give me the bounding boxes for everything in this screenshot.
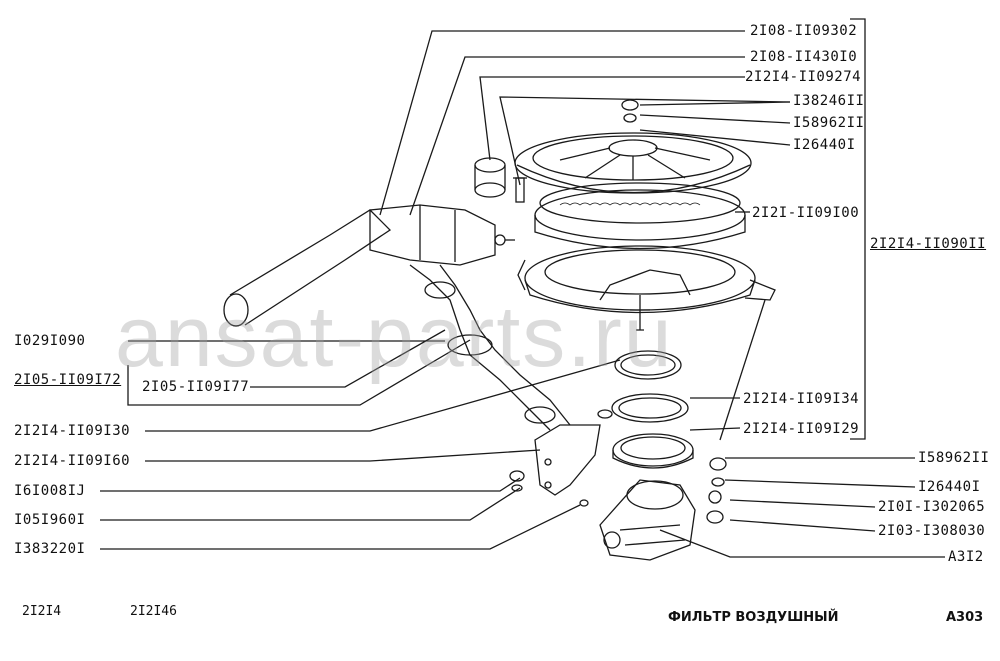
page-title: ФИЛЬТР ВОЗДУШНЫЙ bbox=[668, 610, 839, 625]
leader-line bbox=[719, 299, 766, 441]
model-code: 2I2I46 bbox=[130, 604, 177, 619]
callout-label: 2I08-II430I0 bbox=[750, 49, 858, 65]
nut bbox=[621, 99, 639, 111]
callout-label: 2I2I4-II09I30 bbox=[14, 423, 131, 439]
callout-label: 2I2I4-II09I60 bbox=[14, 453, 131, 469]
callout-label: 2I0I-I302065 bbox=[878, 499, 986, 515]
leader-line bbox=[499, 96, 791, 186]
model-code: 2I2I4 bbox=[22, 604, 62, 619]
page-code: A303 bbox=[946, 610, 984, 625]
stud bbox=[708, 490, 722, 504]
callout-label: I26440I bbox=[918, 479, 981, 495]
washer bbox=[511, 484, 523, 492]
callout-label: I38246II bbox=[793, 93, 865, 109]
assembly-label: 2I2I4-II090II bbox=[870, 236, 987, 252]
callout-label: 2I05-II09I72 bbox=[14, 372, 122, 388]
leader-line bbox=[127, 339, 471, 406]
leader-line bbox=[689, 427, 741, 431]
callout-label: 2I2I4-II09I29 bbox=[743, 421, 860, 437]
carburetor bbox=[599, 479, 696, 561]
gasket-seal bbox=[611, 393, 689, 423]
leader-line bbox=[145, 359, 621, 432]
adapter bbox=[534, 424, 601, 496]
callout-label: I029I090 bbox=[14, 333, 86, 349]
leader-line bbox=[639, 101, 791, 106]
callout-label: 2I03-I308030 bbox=[878, 523, 986, 539]
washer bbox=[623, 113, 637, 123]
callout-label: 2I05-II09I77 bbox=[142, 379, 250, 395]
leader-line bbox=[729, 499, 876, 508]
gasket-upper bbox=[614, 350, 682, 380]
leader-line bbox=[639, 129, 791, 146]
washer bbox=[711, 477, 725, 487]
leader-line bbox=[724, 479, 916, 488]
lower-duct bbox=[409, 264, 551, 431]
leader-line bbox=[479, 76, 745, 161]
callout-label: 2I2I4-II09274 bbox=[745, 69, 862, 85]
leader-line bbox=[100, 504, 581, 550]
callout-label: A3I2 bbox=[948, 549, 984, 565]
leader-line bbox=[639, 114, 791, 124]
leader-line bbox=[409, 56, 745, 216]
nut bbox=[509, 470, 525, 482]
sleeve bbox=[474, 157, 506, 173]
leader-line bbox=[729, 519, 876, 532]
leader-line bbox=[379, 30, 745, 216]
callout-label: 2I2I-II09I00 bbox=[752, 205, 860, 221]
leader-line bbox=[100, 477, 521, 492]
gasket-lower bbox=[612, 433, 694, 467]
assembly-bracket bbox=[850, 18, 866, 440]
callout-label: I58962II bbox=[918, 450, 990, 466]
nut bbox=[706, 510, 724, 524]
filter-element bbox=[534, 189, 746, 241]
callout-label: 2I2I4-II09I34 bbox=[743, 391, 860, 407]
callout-label: I6I008IJ bbox=[14, 483, 86, 499]
bolt bbox=[515, 177, 525, 203]
callout-label: I05I960I bbox=[14, 512, 86, 528]
callout-label: I58962II bbox=[793, 115, 865, 131]
callout-label: I383220I bbox=[14, 541, 86, 557]
clip bbox=[579, 499, 589, 507]
nut bbox=[709, 457, 727, 471]
leader-line bbox=[145, 449, 541, 462]
callout-label: 2I08-II09302 bbox=[750, 23, 858, 39]
callout-label: I26440I bbox=[793, 137, 856, 153]
intake-hose bbox=[229, 209, 392, 326]
leader-line bbox=[100, 487, 521, 521]
leader-line bbox=[250, 329, 446, 388]
leader-line bbox=[659, 529, 945, 558]
